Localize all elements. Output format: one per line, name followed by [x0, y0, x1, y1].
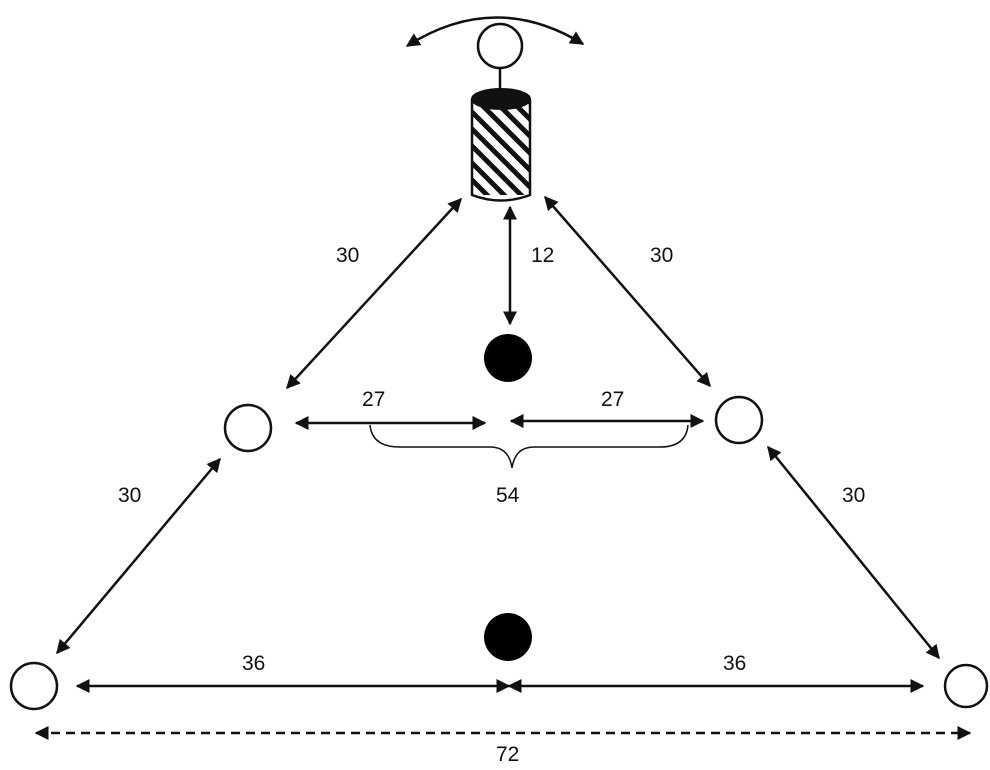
upper-filled-marker — [484, 334, 532, 382]
bottom-left-open-circle — [9, 661, 59, 711]
bottom-right-open-circle — [943, 663, 989, 709]
middle-left-open-circle — [223, 403, 273, 453]
label-mid-total: 54 — [496, 484, 520, 507]
label-mid-left-half: 27 — [362, 388, 385, 411]
cylinder-top-cap — [471, 88, 531, 110]
mid-total-brace — [369, 424, 689, 469]
label-top-center-distance: 12 — [531, 244, 554, 267]
arrow-lower-left-edge — [56, 457, 221, 655]
label-bottom-left-half: 36 — [242, 652, 265, 675]
label-lower-right-edge: 30 — [842, 484, 865, 507]
label-top-right-edge: 30 — [650, 244, 673, 267]
label-bottom-total: 72 — [496, 743, 519, 766]
arrow-lower-right-edge — [767, 445, 940, 660]
lower-filled-marker — [484, 613, 532, 661]
arrow-top-right-edge — [544, 195, 711, 388]
label-lower-left-edge: 30 — [118, 484, 141, 507]
rotation-arc-arrow — [405, 16, 585, 48]
label-mid-right-half: 27 — [601, 388, 624, 411]
middle-right-open-circle — [714, 395, 764, 445]
arrow-top-left-edge — [286, 197, 462, 390]
hatched-cylinder — [470, 88, 532, 202]
label-top-left-edge: 30 — [336, 244, 359, 267]
top-open-circle — [476, 22, 524, 70]
label-bottom-right-half: 36 — [723, 652, 746, 675]
